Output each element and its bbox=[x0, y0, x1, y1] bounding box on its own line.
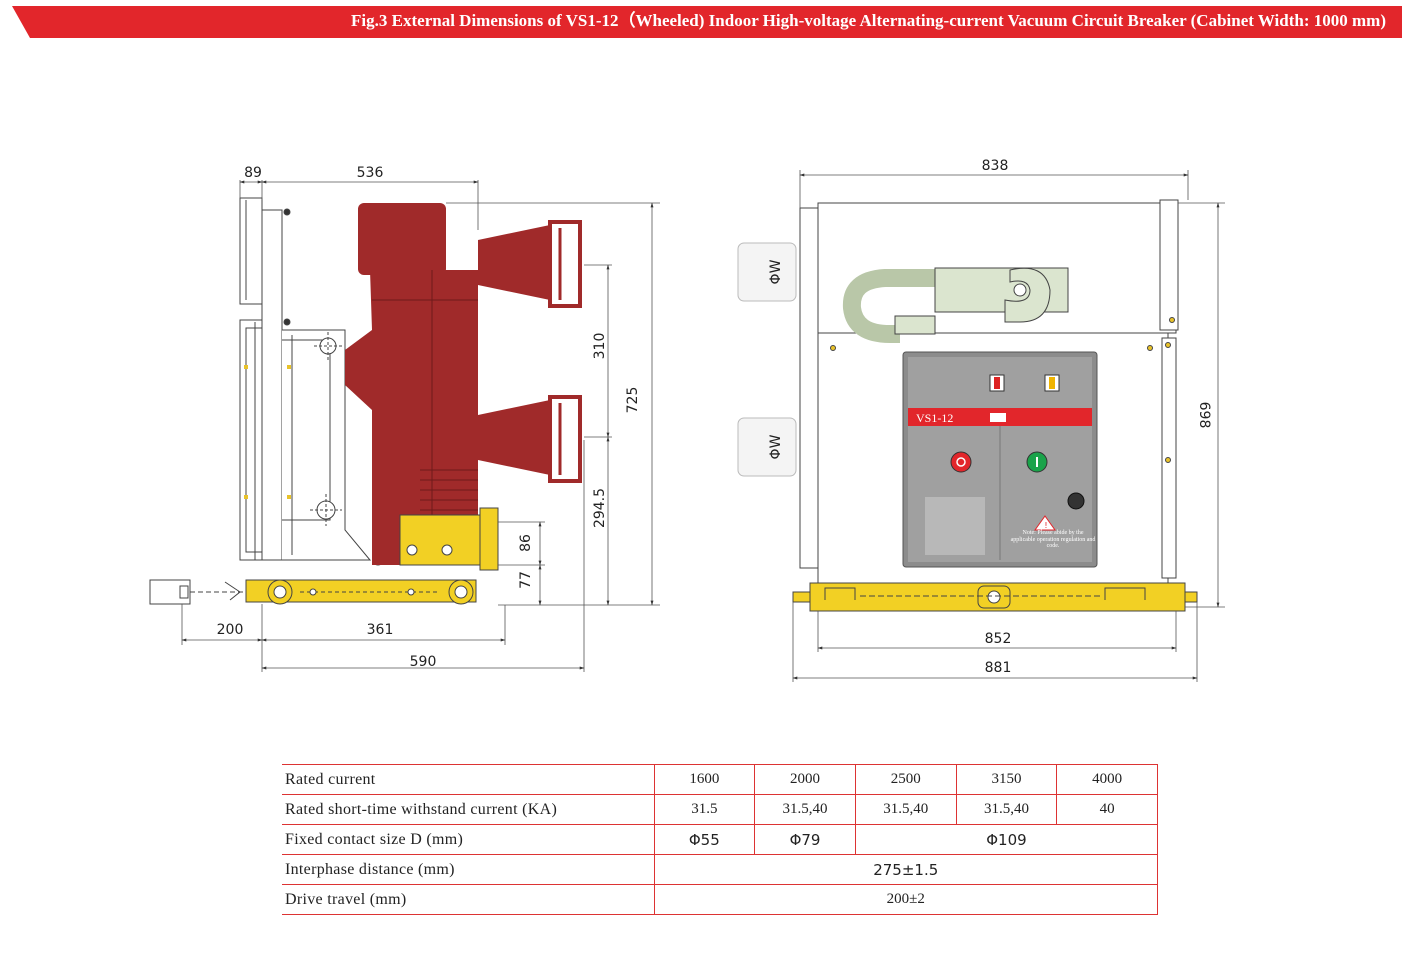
dim-590: 590 bbox=[410, 654, 437, 670]
phi-w-tag-upper bbox=[737, 242, 797, 302]
row-label: Rated short-time withstand current (KA) bbox=[282, 794, 654, 825]
dim-852: 852 bbox=[985, 631, 1012, 647]
side-rear-plate bbox=[239, 197, 263, 305]
table-row: Drive travel (mm) 200±2 bbox=[282, 884, 1158, 915]
front-dimension-labels: 838 698 852 881 bbox=[982, 158, 1212, 676]
dim-310: 310 bbox=[592, 333, 608, 360]
front-trolley bbox=[792, 582, 1198, 612]
side-bracket bbox=[399, 507, 499, 571]
table-cell: 275±1.5 bbox=[653, 854, 1158, 885]
side-view bbox=[239, 197, 384, 566]
dim-838: 838 bbox=[982, 158, 1009, 174]
table-cell: Φ109 bbox=[854, 824, 1159, 855]
table-cell: 31.5 bbox=[653, 794, 755, 825]
spec-table: Rated current 1600 2000 2500 3150 4000 R… bbox=[282, 764, 1159, 915]
lifting-hook bbox=[1004, 267, 1051, 323]
dim-361: 361 bbox=[367, 622, 394, 638]
title-bar bbox=[12, 6, 1402, 38]
table-cell: 2500 bbox=[854, 764, 957, 795]
row-label: Fixed contact size D (mm) bbox=[282, 824, 654, 855]
table-row: Rated current 1600 2000 2500 3150 4000 bbox=[282, 764, 1158, 795]
side-dimensions bbox=[181, 180, 660, 672]
operating-panel: ! VS1-12 bbox=[902, 351, 1098, 568]
front-panel-text: ΦW ΦW bbox=[768, 259, 784, 459]
table-cell: 2000 bbox=[754, 764, 856, 795]
table-row: Interphase distance (mm) 275±1.5 bbox=[282, 854, 1158, 885]
phi-w-label-lower: ΦW bbox=[768, 434, 784, 459]
table-cell: 4000 bbox=[1056, 764, 1158, 795]
phi-w-tag-lower bbox=[737, 417, 797, 477]
table-row: Rated short-time withstand current (KA) … bbox=[282, 794, 1158, 825]
technical-drawing: 89 536 310 725 294.5 86 77 200 361 590 Φ… bbox=[149, 158, 1225, 682]
side-upper-arm bbox=[478, 220, 582, 308]
row-label: Rated current bbox=[282, 764, 654, 795]
table-cell: 31.5,40 bbox=[955, 794, 1057, 825]
side-lower-arm bbox=[478, 395, 582, 483]
phi-w-label-upper: ΦW bbox=[768, 259, 784, 284]
panel-model: VS1-12 bbox=[916, 411, 953, 425]
side-dimension-labels: 89 536 310 725 294.5 86 77 200 361 590 bbox=[217, 165, 641, 670]
dim-77: 77 bbox=[518, 571, 534, 589]
dim-294-5: 294.5 bbox=[592, 488, 608, 528]
table-cell: 31.5,40 bbox=[754, 794, 856, 825]
svg-text:!: ! bbox=[1044, 521, 1047, 530]
dim-536: 536 bbox=[357, 165, 384, 181]
dim-725: 725 bbox=[625, 387, 641, 414]
table-cell: 1600 bbox=[653, 764, 755, 795]
panel-note: Note: Please abide by the applicable ope… bbox=[1010, 530, 1096, 550]
side-hole-upper bbox=[319, 337, 337, 355]
table-cell: 31.5,40 bbox=[854, 794, 957, 825]
figure-title: Fig.3 External Dimensions of VS1-12（Whee… bbox=[351, 11, 1386, 30]
side-frame bbox=[261, 209, 283, 561]
charge-hole bbox=[1067, 492, 1085, 510]
table-cell: 200±2 bbox=[653, 884, 1158, 915]
dim-698: 698 bbox=[1196, 402, 1212, 429]
table-cell: Φ79 bbox=[754, 824, 856, 855]
table-cell: 3150 bbox=[955, 764, 1057, 795]
row-label: Interphase distance (mm) bbox=[282, 854, 654, 885]
table-row: Fixed contact size D (mm) Φ55 Φ79 Φ109 bbox=[282, 824, 1159, 855]
cable-hose bbox=[842, 269, 935, 343]
side-trolley bbox=[149, 579, 477, 605]
dim-881: 881 bbox=[985, 660, 1012, 676]
dim-89: 89 bbox=[244, 165, 262, 181]
table-cell: Φ55 bbox=[653, 824, 755, 855]
dim-86: 86 bbox=[518, 534, 534, 552]
open-button bbox=[950, 451, 972, 473]
front-dimensions bbox=[792, 170, 1225, 682]
front-view bbox=[737, 199, 1179, 584]
table-cell: 40 bbox=[1056, 794, 1158, 825]
row-label: Drive travel (mm) bbox=[282, 884, 654, 915]
dim-200: 200 bbox=[217, 622, 244, 638]
side-insulator-pole bbox=[345, 203, 478, 565]
